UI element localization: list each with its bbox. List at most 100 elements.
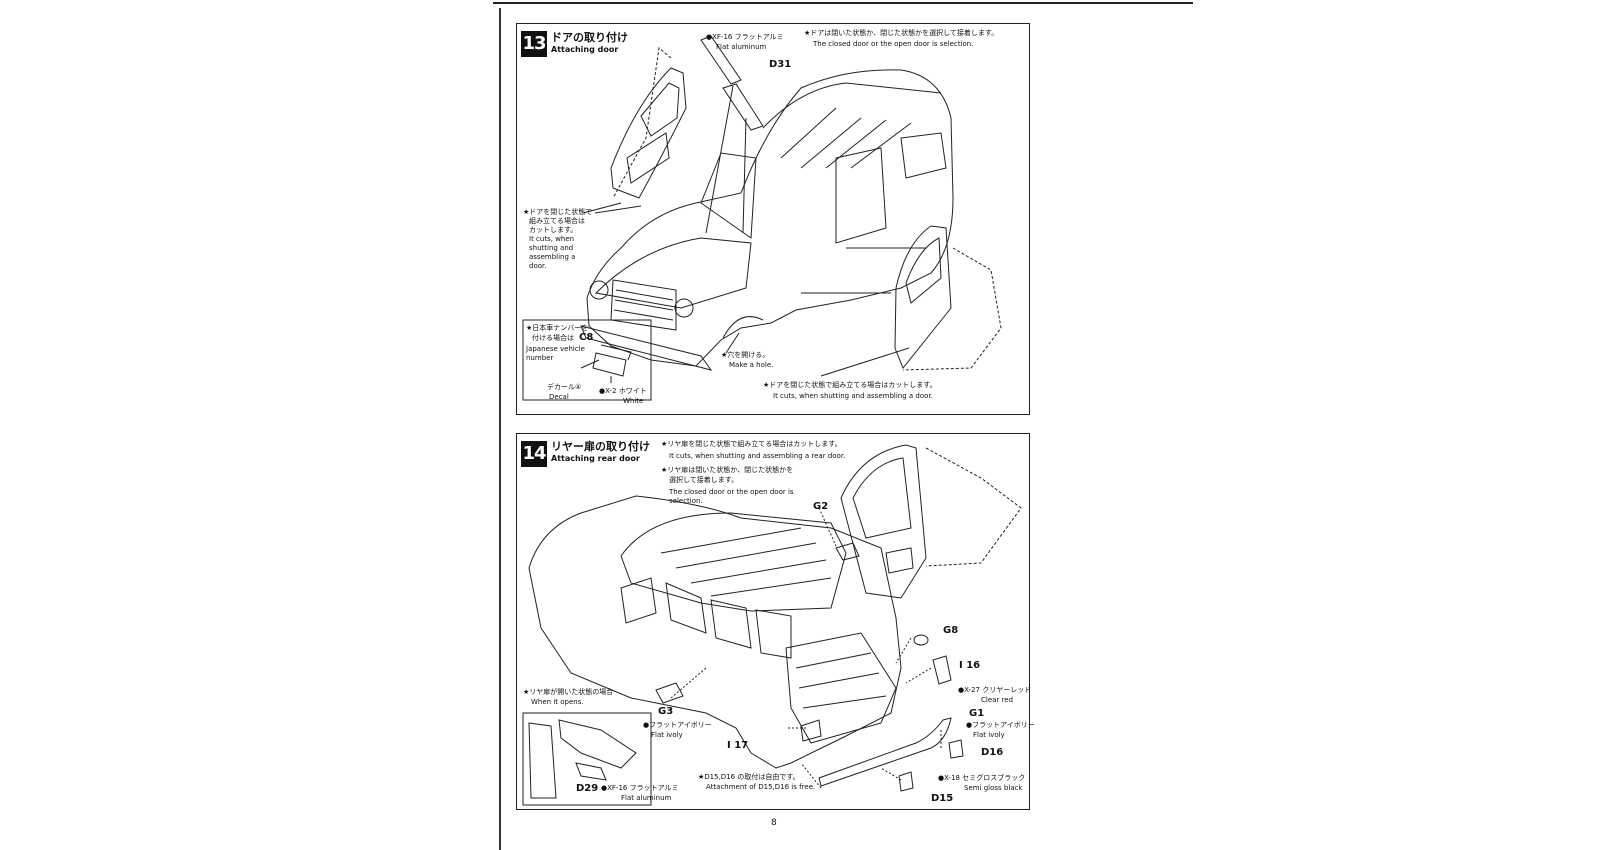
- car-roof: [762, 82, 942, 129]
- car-bumper: [580, 325, 713, 371]
- note-hole-jp: ★穴を開ける。: [721, 351, 770, 359]
- step13-number: 13: [521, 31, 547, 57]
- part-label-i16: I 16: [959, 660, 981, 671]
- note-open-en: When it opens.: [531, 698, 584, 706]
- note-cut-left-en-4: door.: [529, 262, 547, 270]
- inset-jp-1: ★日本車ナンバーを: [526, 324, 589, 332]
- car-headlight-left: [589, 280, 609, 300]
- paint-x18-en: Semi gloss black: [964, 784, 1023, 792]
- part-label-g2: G2: [813, 501, 829, 512]
- car-body-outline: [586, 69, 954, 367]
- paint-x27-en: Clear red: [981, 696, 1014, 704]
- step14-panel: [516, 433, 1030, 810]
- note-hole-en: Make a hole.: [729, 361, 774, 369]
- right-door-window: [905, 237, 942, 304]
- car-wheel-arch: [722, 316, 764, 339]
- c8-plate: [592, 352, 627, 377]
- part-label-d31: D31: [769, 59, 792, 70]
- rear-cargo-floor: [785, 632, 897, 744]
- left-door: [610, 67, 687, 199]
- step13-note-choice-en: The closed door or the open door is sele…: [813, 40, 974, 48]
- part-g2-shape: [835, 542, 860, 561]
- left-door-panel: [626, 132, 670, 184]
- step14-number: 14: [521, 441, 547, 467]
- step13-title-en: Attaching door: [551, 45, 619, 54]
- paint-g3-jp: ●フラットアイボリー: [643, 721, 712, 729]
- rear-door: [840, 444, 927, 599]
- paint-d31-en: Flat aluminum: [716, 43, 767, 51]
- left-door-dash: [612, 47, 672, 199]
- inset-en-2: number: [526, 354, 554, 362]
- step14-note-choice-en-2: selection.: [669, 497, 703, 505]
- rear-side-windows: [620, 577, 792, 659]
- car-side-window: [835, 147, 887, 244]
- rear-door-dash: [925, 447, 1022, 567]
- page-number: 8: [771, 818, 777, 828]
- step13-illustration: [522, 35, 1002, 401]
- car-hood: [594, 237, 752, 309]
- part-label-i17: I 17: [727, 740, 749, 751]
- paint-white-en: White: [623, 397, 644, 405]
- paint-g1-jp: ●フラットアイボリー: [966, 721, 1035, 729]
- note-cut-left-en-1: It cuts, when: [529, 235, 575, 243]
- right-door: [894, 225, 952, 369]
- part-d31-lower: [722, 83, 764, 131]
- car-roof-ribs: [780, 107, 912, 169]
- c8-leaders: [580, 359, 612, 383]
- right-door-dash: [902, 247, 1002, 371]
- car-headlight-right: [674, 298, 694, 318]
- part-i17-shape: [800, 719, 822, 742]
- note-cut-left-en-2: shutting and: [529, 244, 574, 252]
- note-d15-en: Attachment of D15,D16 is free.: [706, 783, 816, 791]
- part-d29-shape: [575, 762, 607, 781]
- part-g3-shape: [655, 682, 684, 704]
- paint-d31-jp: ●XF-16 フラットアルミ: [706, 33, 784, 41]
- note-cut-left-en-3: assembling a: [529, 253, 576, 261]
- part-d16-shape: [948, 739, 964, 759]
- inset-en-1: Japanese vehicle: [526, 345, 585, 353]
- decal-en: Decal: [549, 393, 569, 401]
- step14-note-choice-jp-1: ★リヤ扉は閉いた状態か、閉じた状態かを: [661, 466, 794, 474]
- paint-white-jp: ●X-2 ホワイト: [599, 387, 647, 395]
- step13-panel: [516, 23, 1030, 415]
- car-grille-lines: [613, 289, 674, 321]
- part-label-d16: D16: [981, 747, 1004, 758]
- part-label-g1: G1: [969, 708, 985, 719]
- car-windshield: [700, 152, 757, 239]
- paint-d29-en: Flat aluminum: [621, 794, 672, 802]
- note-cut-left-jp-3: カットします。: [529, 226, 578, 234]
- part-label-c8: C8: [579, 332, 594, 343]
- note-cut-left-jp-1: ★ドアを閉じた状態で: [523, 208, 593, 216]
- note-cut-right-en: It cuts, when shutting and assembling a …: [773, 392, 933, 400]
- step14-leaders: [670, 507, 942, 789]
- leader-lines: [582, 85, 926, 377]
- rear-car-roof-ribs: [660, 527, 832, 597]
- open-door-inset-body: [528, 722, 557, 799]
- open-door-inset-frame: [522, 712, 652, 806]
- part-label-g3: G3: [658, 706, 674, 717]
- part-d15-shape: [898, 771, 914, 792]
- step14-note-choice-jp-2: 選択して接着します。: [669, 476, 739, 484]
- c8-plate-back: [600, 344, 632, 361]
- note-cut-right-jp: ★ドアを閉じた状態で組み立てる場合はカットします。: [763, 381, 937, 389]
- paint-x18-jp: ●X-18 セミグロスブラック: [938, 774, 1026, 782]
- step14-title-en: Attaching rear door: [551, 454, 640, 463]
- rear-door-window: [852, 457, 912, 539]
- scan-top-edge: [493, 2, 1193, 4]
- part-i16-shape: [932, 655, 952, 685]
- part-g8-shape: [913, 634, 929, 646]
- note-cut-left-jp-2: 組み立てる場合は: [529, 217, 585, 225]
- car-rear-window: [900, 132, 947, 179]
- rear-car-roof: [620, 512, 847, 612]
- step14-note-cut-en: It cuts, when shutting and assembling a …: [669, 452, 846, 460]
- left-door-window: [640, 82, 680, 137]
- part-label-g8: G8: [943, 625, 959, 636]
- part-d31-upper: [700, 35, 742, 85]
- rear-bumper-g1: [818, 717, 952, 787]
- step14-note-cut-jp: ★リヤ扉を閉じた状態で組み立てる場合はカットします。: [661, 440, 842, 448]
- step13-note-choice-jp: ★ドアは閉いた状態か、閉じた状態かを選択して接着します。: [804, 29, 999, 37]
- step14-note-choice-en-1: The closed door or the open door is: [669, 488, 794, 496]
- paint-d29-jp: ●XF-16 フラットアルミ: [601, 784, 679, 792]
- part-label-d15: D15: [931, 793, 954, 804]
- instruction-page: 13 ドアの取り付け Attaching door ●XF-16 フラットアルミ…: [499, 8, 1041, 850]
